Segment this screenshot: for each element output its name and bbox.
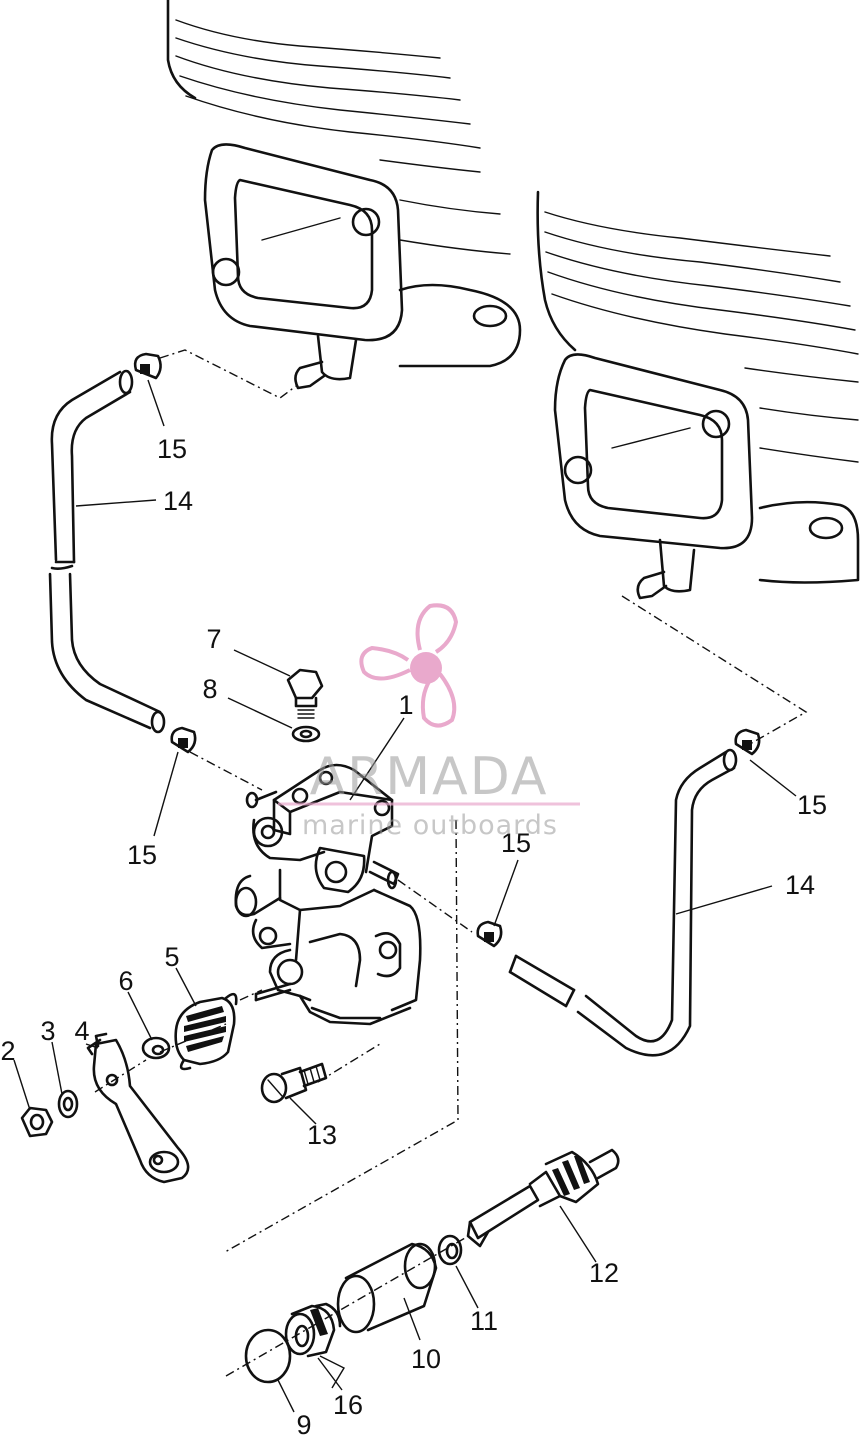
cylinder-block-right <box>536 190 860 600</box>
part-label-14-right: 14 <box>785 870 815 900</box>
hose-right <box>508 748 738 1057</box>
part-label-16: 16 <box>333 1390 363 1420</box>
part-label-10: 10 <box>411 1344 441 1374</box>
part-label-2: 2 <box>0 1036 15 1066</box>
cylinder-block-left <box>166 0 522 390</box>
washer-8 <box>291 725 321 743</box>
hose-left <box>48 369 166 734</box>
part-label-7: 7 <box>206 624 221 654</box>
part-label-12: 12 <box>589 1258 619 1288</box>
part-label-1: 1 <box>398 690 413 720</box>
part-label-15-mid-left: 15 <box>127 840 157 870</box>
part-label-3: 3 <box>40 1016 55 1046</box>
hose-clamp-2 <box>170 726 197 754</box>
part-label-15-right: 15 <box>797 790 827 820</box>
part-label-13: 13 <box>307 1120 337 1150</box>
hose-clamp-3 <box>476 920 503 948</box>
part-label-6: 6 <box>118 966 133 996</box>
centerlines <box>94 349 808 1377</box>
washer-6 <box>141 1036 171 1060</box>
hose-clamp-1 <box>133 352 162 380</box>
part-label-11: 11 <box>470 1306 498 1336</box>
part-label-9: 9 <box>296 1410 311 1437</box>
hose-clamp-4 <box>734 728 761 756</box>
leader-lines <box>13 379 797 1413</box>
bushing-10 <box>336 1242 438 1334</box>
part-label-5: 5 <box>164 942 179 972</box>
propeller-logo-icon <box>359 603 459 728</box>
part-label-15-center: 15 <box>501 828 531 858</box>
washer-3 <box>57 1089 79 1119</box>
oil-pump-body <box>234 763 422 1026</box>
part-label-14-left: 14 <box>163 486 193 516</box>
part-label-4: 4 <box>74 1016 89 1046</box>
part-label-8: 8 <box>202 674 217 704</box>
part-label-15-top-left: 15 <box>157 434 187 464</box>
nut-2 <box>20 1106 54 1138</box>
o-ring-9 <box>244 1328 292 1384</box>
part-labels: 1 2 3 4 5 6 7 8 9 10 11 12 13 14 14 15 1… <box>0 434 827 1437</box>
drive-shaft-12 <box>466 1148 620 1248</box>
bolt-13 <box>260 1062 328 1104</box>
bushing-16 <box>284 1302 342 1358</box>
brand-watermark: ARMADA marine outboards <box>278 603 580 841</box>
lever-4 <box>86 1032 190 1184</box>
seal-11 <box>437 1234 463 1266</box>
watermark-tagline: marine outboards <box>302 810 558 841</box>
bolt-7 <box>286 668 324 719</box>
spring-5 <box>174 992 238 1071</box>
watermark-brand: ARMADA <box>310 747 549 807</box>
